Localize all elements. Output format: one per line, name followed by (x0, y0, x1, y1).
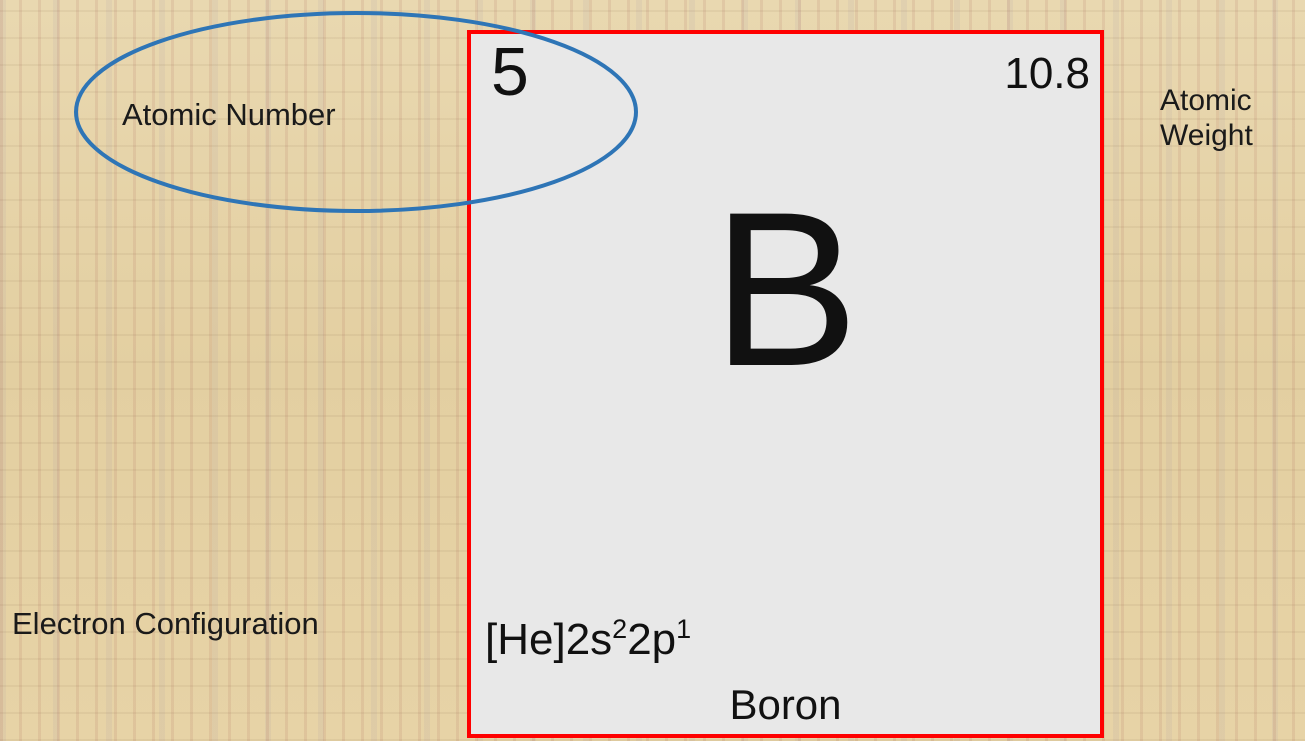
config-base: [He]2s (485, 615, 613, 664)
atomic-weight-value: 10.8 (1004, 49, 1090, 98)
config-s-exponent: 2 (612, 614, 628, 644)
config-p-exponent: 1 (676, 614, 692, 644)
electron-configuration-value: [He]2s22p1 (485, 615, 691, 664)
element-tile: 5 10.8 B [He]2s22p1 Boron (467, 30, 1104, 738)
element-name: Boron (729, 681, 842, 728)
atomic-number-value: 5 (491, 34, 529, 110)
atomic-number-label: Atomic Number (122, 97, 336, 132)
atomic-weight-label-line2: Weight (1160, 118, 1253, 152)
config-mid: 2p (627, 615, 677, 664)
electron-configuration-label: Electron Configuration (12, 606, 319, 641)
atomic-weight-label: Atomic Weight (1160, 84, 1253, 153)
element-symbol: B (712, 166, 859, 412)
atomic-weight-label-line1: Atomic (1160, 84, 1252, 117)
